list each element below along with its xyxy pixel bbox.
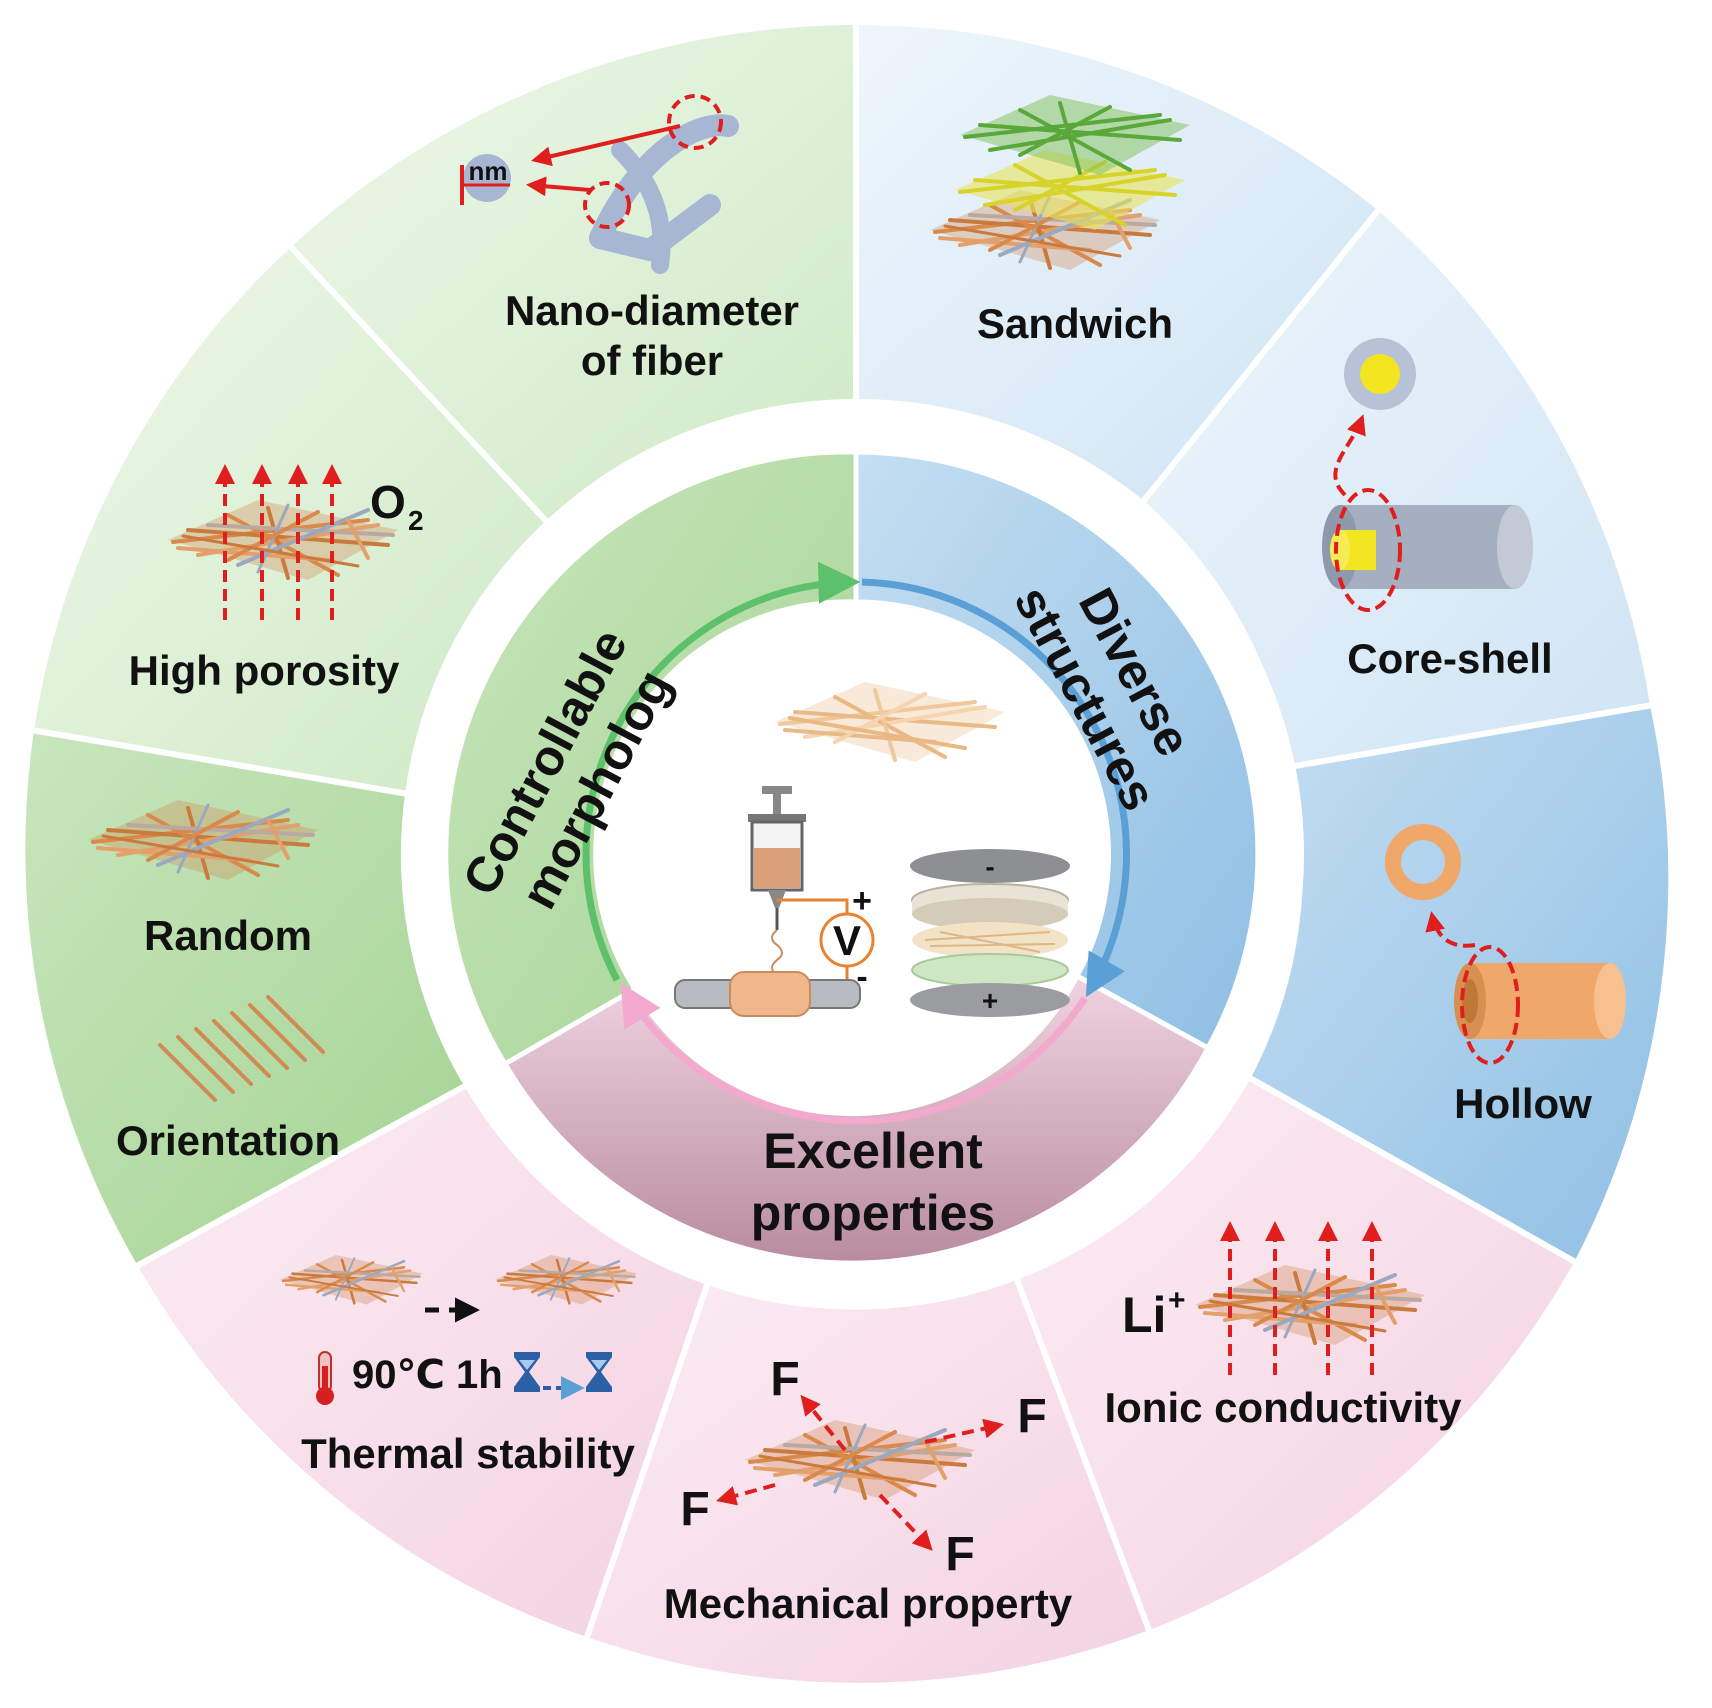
ionic-conductivity-label: Ionic conductivity [1104, 1384, 1462, 1431]
nano-diameter-illustration: nm [460, 94, 739, 274]
force-label-left: F [680, 1483, 709, 1536]
o2-gas: O [370, 476, 406, 528]
outer-ring [19, 18, 1675, 1689]
thermometer-icon [316, 1351, 334, 1405]
nm-badge: nm [469, 156, 508, 186]
nano-diameter-line1: Nano-diameter [505, 287, 799, 334]
force-label-bottom: F [945, 1528, 974, 1581]
duration-value: 1h [456, 1353, 503, 1397]
battery-plus: + [982, 985, 998, 1016]
voltage-symbol: V [833, 917, 861, 964]
battery-stack-icon: - + [910, 849, 1070, 1017]
orientation-label: Orientation [116, 1117, 340, 1164]
minus-sign: - [856, 958, 867, 996]
cycle-arrows [582, 561, 1130, 1125]
core-shell-label: Core-shell [1347, 635, 1552, 682]
excellent-line1: Excellent [763, 1123, 983, 1179]
high-porosity-illustration: O 2 [166, 464, 424, 620]
cycle-arrow-green [582, 561, 861, 982]
plus-sign: + [852, 882, 872, 920]
sector-nano-diameter [284, 18, 859, 528]
sandwich-illustration [928, 95, 1190, 272]
high-porosity-label: High porosity [129, 647, 400, 694]
sector-ionic-conductivity [1012, 1072, 1582, 1637]
thermal-stability-label: Thermal stability [301, 1430, 635, 1477]
mechanical-property-label: Mechanical property [664, 1580, 1073, 1627]
nano-diameter-line2: of fiber [581, 337, 723, 384]
force-label-right: F [1017, 1390, 1046, 1443]
sector-thermal-stability [130, 1080, 712, 1644]
core-shell-fiber-icon [1322, 338, 1533, 612]
hollow-fiber-icon [1385, 824, 1626, 1065]
sandwich-label: Sandwich [977, 300, 1173, 347]
li-ion: Li [1122, 1287, 1166, 1343]
collector-drum [674, 971, 861, 1017]
temperature-value: 90℃ [352, 1353, 445, 1397]
syringe-icon [748, 786, 806, 930]
voltage-source-icon: V + - [777, 882, 875, 996]
ionic-conductivity-illustration: Li + [1122, 1221, 1427, 1375]
thermal-stability-illustration: 90℃ 1h [278, 1253, 639, 1405]
hollow-label: Hollow [1454, 1080, 1592, 1127]
li-ion-charge: + [1168, 1284, 1186, 1317]
sector-core-shell [1137, 203, 1657, 771]
o2-subscript: 2 [408, 505, 424, 536]
battery-minus: - [985, 851, 994, 882]
force-label-top: F [770, 1353, 799, 1406]
sector-random-orientation [19, 726, 472, 1272]
cycle-arrow-pink [620, 982, 1088, 1125]
center-illustration: V + - - + [674, 680, 1070, 1017]
mechanical-property-illustration: F F F F [680, 1353, 1046, 1581]
random-label: Random [144, 912, 312, 959]
cycle-arrow-blue [861, 578, 1130, 998]
excellent-line2: properties [751, 1185, 996, 1241]
oriented-fibers-icon [158, 995, 325, 1102]
